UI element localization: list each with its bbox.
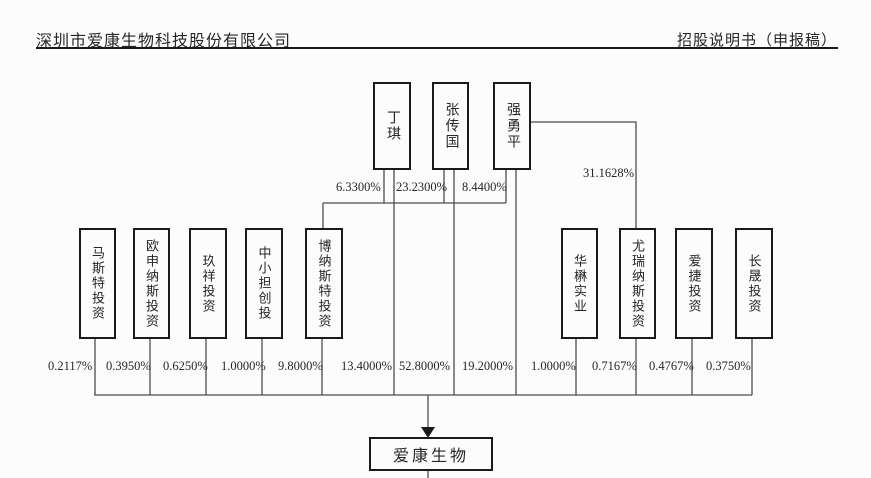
institution-box-oushennasi: 欧申纳斯投资 (133, 228, 170, 339)
document-type: 招股说明书（申报稿） (676, 33, 837, 49)
pct-label-qiangyongping-direct: 19.2000% (462, 359, 514, 373)
pct-label-qiangyongping-second-partnership: 31.1628% (583, 166, 635, 180)
arrow-head-icon (421, 427, 435, 438)
person-box-zhangchuanguo: 张传国 (432, 82, 469, 170)
pct-label-jiuxiang: 0.6250% (163, 359, 208, 373)
pct-label-qiangyongping-partnership: 8.4400% (462, 180, 507, 194)
pct-label-bonasite: 9.8000% (278, 359, 323, 373)
pct-label-masite: 0.2117% (48, 359, 93, 373)
institution-box-changsheng: 长晟投资 (735, 228, 773, 339)
person-box-dingqi: 丁琪 (373, 82, 411, 170)
pct-label-dingqi-partnership: 6.3300% (336, 180, 381, 194)
pct-label-huamao: 1.0000% (531, 359, 576, 373)
issuer-box: 爱康生物 (369, 437, 493, 471)
pct-label-aijie: 0.4767% (649, 359, 694, 373)
pct-label-zhangchuanguo-partnership: 23.2300% (396, 180, 448, 194)
institution-box-jiuxiang: 玖祥投资 (189, 228, 227, 339)
institution-box-masite: 马斯特投资 (79, 228, 116, 339)
person-box-qiangyongping: 强勇平 (493, 82, 531, 170)
pct-label-dingqi-direct: 13.4000% (341, 359, 393, 373)
header-divider (36, 47, 838, 49)
pct-label-oushennasi: 0.3950% (106, 359, 151, 373)
institution-box-yourinasi: 尤瑞纳斯投资 (619, 228, 656, 339)
institution-box-aijie: 爱捷投资 (675, 228, 713, 339)
company-title: 深圳市爱康生物科技股份有限公司 (36, 33, 292, 50)
pct-label-changsheng: 0.3750% (706, 359, 751, 373)
institution-box-huamao: 华楙实业 (561, 228, 598, 339)
institution-box-zhongxiaodan: 中小担创投 (245, 228, 283, 339)
pct-label-zhangchuanguo-direct: 52.8000% (399, 359, 451, 373)
institution-box-bonasite: 博纳斯特投资 (305, 228, 343, 339)
pct-label-yourinasi: 0.7167% (592, 359, 637, 373)
pct-label-zhongxiaodan: 1.0000% (221, 359, 266, 373)
